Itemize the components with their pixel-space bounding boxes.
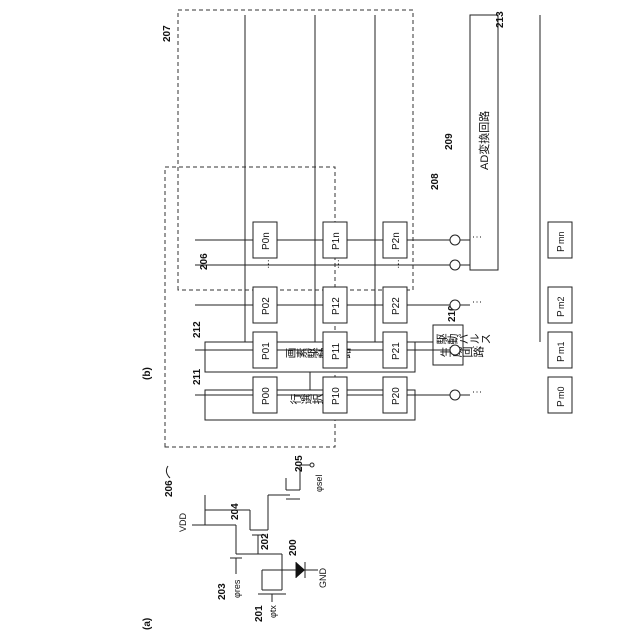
row-vdots: ⋮ (472, 387, 483, 397)
pixel-cell-label: P (556, 245, 567, 252)
tx-ref: 201 (254, 605, 265, 622)
pixel-cell-label: P22 (391, 297, 402, 315)
pixel-cell-label: P1n (331, 232, 342, 250)
current-source-ref: 209 (444, 133, 455, 150)
ref-leader (166, 466, 170, 478)
pixel-cell-subscript: m0 (556, 386, 566, 399)
ad-convert-ref: 213 (495, 11, 506, 28)
pixel-cell-label: P11 (331, 343, 342, 360)
pixel-cell-label: P02 (261, 297, 272, 315)
pixel-cell-label: P00 (261, 387, 272, 405)
row-select-ref: 211 (192, 368, 203, 385)
ad-convert-label: AD変換回路 (477, 111, 491, 170)
pixel-cell-label: P (556, 310, 567, 317)
pixel-cell-label: P10 (331, 387, 342, 405)
current-source-icon (450, 260, 460, 270)
output-terminal (310, 463, 314, 467)
pixel-cell-label: P2n (391, 232, 402, 250)
pixel-cell-label: P (556, 400, 567, 407)
cell-ellipsis: … (261, 259, 272, 269)
panel-b: (b) 211 行選択回路 212 画素駆動回路 駆動パルス 生成回路 210 … (142, 10, 572, 420)
tx-signal-label: φtx (268, 605, 278, 618)
pixel-cell-label: P12 (331, 297, 342, 315)
pixel-cell-subscript: mn (556, 231, 566, 244)
pixel-ref: 206 (199, 253, 210, 270)
column-line-ref: 208 (430, 173, 441, 190)
pixel-cell-label: P21 (391, 342, 402, 360)
pixel-cell-label: P0n (261, 232, 272, 250)
panel-a-label: (a) (142, 618, 153, 630)
cell-ellipsis: … (391, 259, 402, 269)
current-source-icon (450, 345, 460, 355)
row-vdots: ⋮ (472, 297, 483, 307)
gnd-label: GND (318, 568, 328, 589)
pixel-cell-label: P20 (391, 387, 402, 405)
pixel-cell-subscript: m1 (556, 341, 566, 354)
pixel-cell-label: P (556, 355, 567, 362)
res-ref: 203 (217, 583, 228, 600)
panel-b-label: (b) (142, 367, 153, 380)
transfer-transistor-icon (258, 554, 286, 602)
sf-ref: 204 (230, 503, 241, 520)
pixel-circuit-ref: 206 (164, 480, 175, 497)
cell-ellipsis: … (331, 259, 342, 269)
pixel-drive-ref: 212 (192, 321, 203, 338)
row-vdots: ⋮ (472, 342, 483, 352)
res-signal-label: φres (232, 579, 242, 598)
sel-signal-label: φsel (314, 475, 324, 492)
current-source-icon (450, 390, 460, 400)
pixel-cell-label: P01 (261, 342, 272, 360)
photodiode-ref: 200 (288, 539, 299, 556)
pixel-cell-subscript: m2 (556, 296, 566, 309)
vdd-label: VDD (178, 512, 188, 532)
photodiode-icon (270, 562, 318, 578)
reset-transistor-icon (205, 525, 258, 574)
current-source-icon (450, 300, 460, 310)
sel-ref: 205 (294, 455, 305, 472)
array-frame (178, 10, 413, 290)
current-source-icon (450, 235, 460, 245)
row-vdots: ⋮ (472, 232, 483, 242)
array-ref: 207 (162, 25, 173, 42)
